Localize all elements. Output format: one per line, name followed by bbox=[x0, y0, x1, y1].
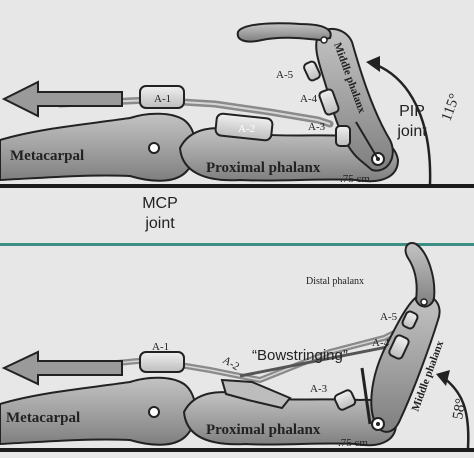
bottom-a3-label: A-3 bbox=[310, 383, 328, 395]
top-proximal-phalanx-label: Proximal phalanx bbox=[206, 160, 321, 176]
top-moment-arm bbox=[355, 121, 379, 160]
bottom-flexion-arc bbox=[443, 377, 470, 449]
bottom-distance-label: .75 cm bbox=[338, 437, 368, 449]
top-mcp-label-line2: joint bbox=[144, 215, 175, 232]
top-a3-label: A-3 bbox=[308, 121, 326, 133]
top-panel: Metacarpal Proximal phalanx Middle phala… bbox=[0, 22, 474, 232]
top-flexion-arc bbox=[373, 62, 432, 185]
bottom-proximal-phalanx-label: Proximal phalanx bbox=[206, 422, 321, 438]
top-mcp-label-line1: MCP bbox=[142, 195, 178, 212]
bottom-a1-label: A-1 bbox=[152, 341, 169, 353]
top-distal-phalanx-bone bbox=[236, 22, 332, 43]
bottom-mcp-joint-center bbox=[148, 406, 160, 418]
top-pull-arrow bbox=[1, 80, 123, 118]
top-a4-label: A-4 bbox=[300, 93, 318, 105]
top-distance-label: .75 cm bbox=[340, 173, 370, 185]
bottom-distal-phalanx-label: Distal phalanx bbox=[306, 276, 364, 287]
top-a5-label: A-5 bbox=[276, 69, 294, 81]
bottom-pulley-a2-ruptured bbox=[220, 378, 292, 410]
bottom-pulley-a1 bbox=[139, 351, 185, 373]
bottom-distal-phalanx-bone bbox=[404, 242, 436, 308]
top-dip-joint-center bbox=[320, 36, 328, 44]
top-a1-label: A-1 bbox=[154, 93, 171, 105]
bottom-surface-line bbox=[0, 448, 474, 452]
bottom-metacarpal-label: Metacarpal bbox=[6, 410, 80, 426]
bottom-pulley-a5 bbox=[401, 310, 419, 330]
top-mcp-joint-center bbox=[148, 142, 160, 154]
panel-separator bbox=[0, 243, 474, 246]
bottom-middle-phalanx-bone bbox=[370, 294, 441, 433]
top-surface-line bbox=[0, 184, 474, 188]
bottom-a4-label: A-4 bbox=[372, 337, 390, 349]
top-metacarpal-label: Metacarpal bbox=[10, 148, 84, 164]
top-a2-label: A-2 bbox=[238, 123, 255, 135]
top-pulley-a5 bbox=[303, 60, 321, 82]
bottom-moment-arm bbox=[360, 367, 372, 425]
bottom-pulley-a3 bbox=[333, 389, 357, 411]
top-pulley-a4 bbox=[318, 88, 340, 116]
bottom-a5-label: A-5 bbox=[380, 311, 398, 323]
bottom-panel: Metacarpal Proximal phalanx Middle phala… bbox=[0, 242, 474, 452]
bottom-dip-joint-center bbox=[420, 298, 428, 306]
bottom-tendon-bowstring bbox=[239, 344, 393, 378]
bottom-bowstringing-label: “Bowstringing” bbox=[252, 347, 348, 364]
top-pip-label-line1: PIP bbox=[399, 103, 425, 120]
bottom-pull-arrow bbox=[1, 350, 123, 386]
top-angle-label: 115° bbox=[439, 92, 464, 124]
bottom-pulley-a4 bbox=[388, 334, 410, 360]
top-pip-label-line2: joint bbox=[396, 123, 427, 140]
top-pulley-a1 bbox=[139, 85, 185, 109]
top-pulley-a2 bbox=[214, 112, 274, 142]
top-pulley-a3 bbox=[335, 125, 351, 147]
bottom-angle-label: 58° bbox=[450, 397, 469, 420]
